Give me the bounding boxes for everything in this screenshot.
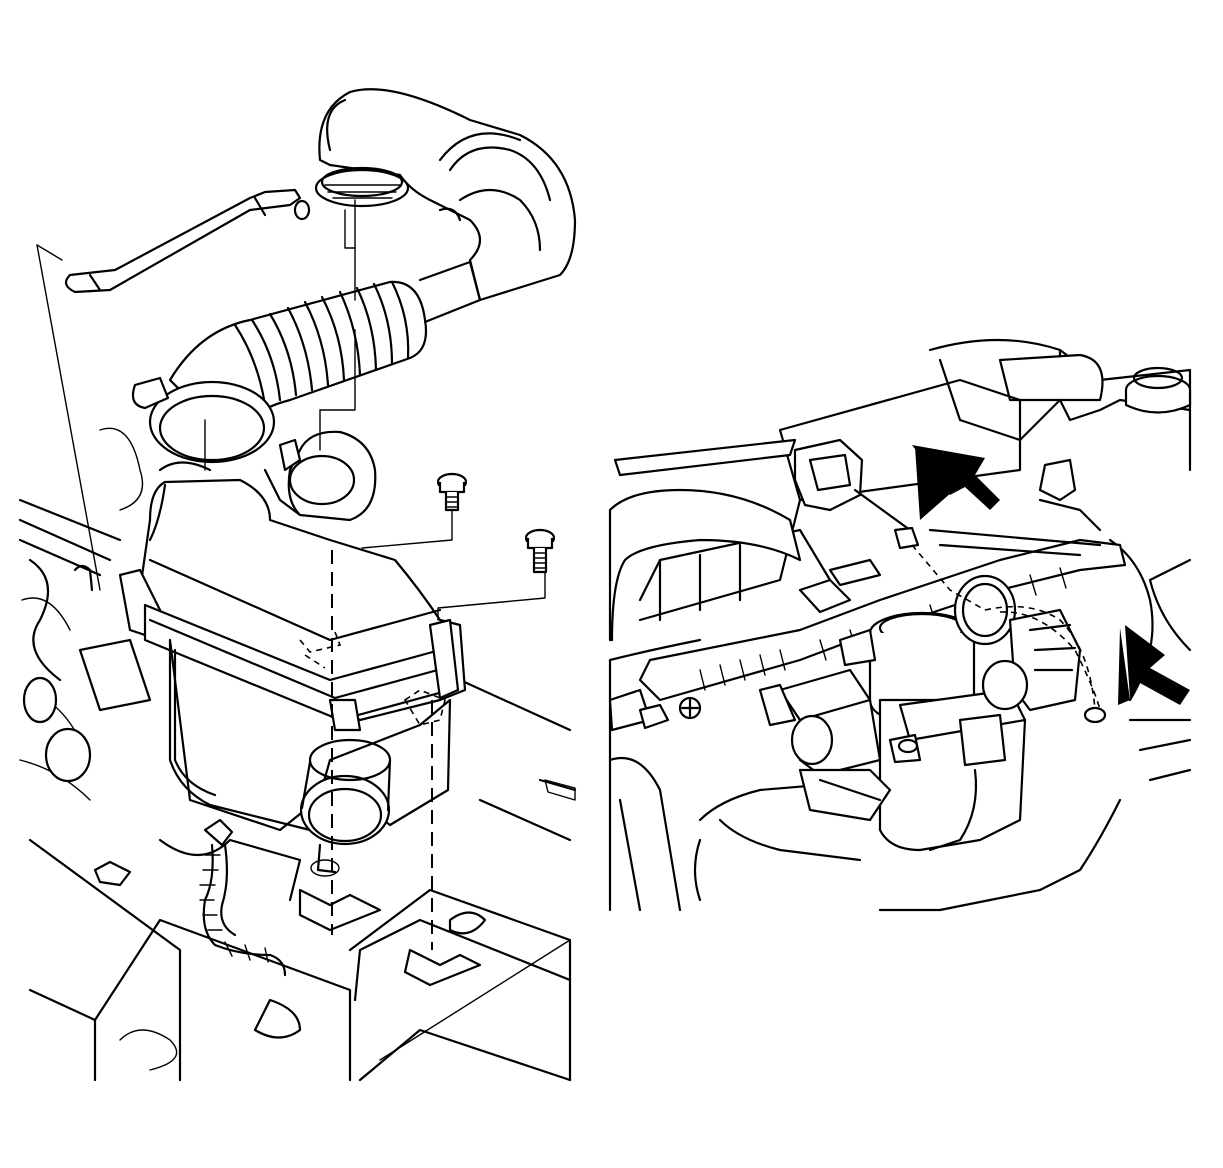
sensor-connector-right: [793, 438, 920, 550]
bolt-1: [436, 472, 468, 512]
throttle-body-panel: [608, 338, 1192, 912]
pointer-arrow-2: [1118, 625, 1190, 705]
hose-clamp: [131, 376, 276, 472]
intake-duct-upper: [314, 88, 577, 302]
leader-lines-left: [36, 199, 546, 950]
air-cleaner-panel: [18, 88, 577, 1082]
bolt-2: [524, 528, 556, 574]
engine-bay-background-left: [18, 427, 577, 1082]
resonator: [263, 430, 377, 522]
vacuum-line-right: [911, 528, 1107, 724]
air-cleaner-housing: [118, 478, 467, 877]
pointer-arrow-1: [912, 445, 1000, 520]
sensor-connector: [199, 818, 287, 977]
vacuum-hose: [64, 188, 311, 294]
small-fasteners-left: [73, 564, 576, 887]
throttle-body: [758, 611, 1027, 852]
